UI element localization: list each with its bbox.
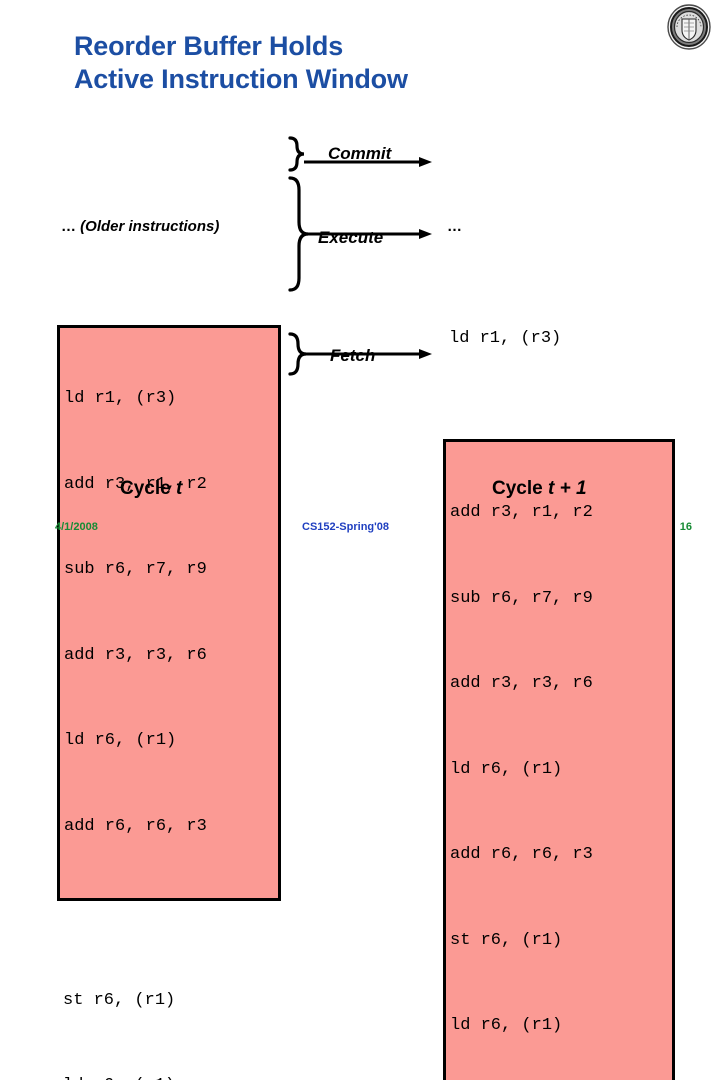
instruction-line: ld r6, (r1)	[450, 1016, 563, 1035]
commit-brace	[288, 136, 305, 172]
older-note-text: (Older instructions)	[80, 217, 220, 235]
caption-cycle-t-plus-1-variable: t + 1	[547, 478, 587, 499]
instruction-line: ld r1, (r3)	[449, 329, 562, 348]
reorder-buffer-window-cycle-t: ld r1, (r3) add r3, r1, r2 sub r6, r7, r…	[57, 325, 281, 901]
execute-brace	[288, 176, 309, 292]
older-instructions-note: … (Older instructions)	[57, 214, 281, 240]
older-instructions-note: …	[443, 214, 675, 240]
instruction-line: ld r6, (r1)	[64, 731, 177, 750]
page-title-line-1: Reorder Buffer Holds	[74, 31, 344, 61]
older-note-ellipsis: …	[447, 217, 462, 235]
instruction-line: sub r6, r7, r9	[64, 560, 207, 579]
caption-cycle-t-variable: t	[175, 478, 183, 499]
university-seal-icon	[666, 3, 712, 51]
instruction-column-cycle-t-plus-1: … ld r1, (r3) add r3, r1, r2 sub r6, r7,…	[443, 128, 675, 1080]
instruction-line: add r3, r1, r2	[64, 474, 207, 494]
page-title: Reorder Buffer Holds Active Instruction …	[74, 30, 634, 96]
instruction-line: sub r6, r7, r9	[450, 588, 593, 608]
caption-cycle-t-plus-1: Cycle t + 1	[492, 478, 587, 500]
instruction-line: st r6, (r1)	[450, 930, 563, 950]
caption-cycle-t-prefix: Cycle	[120, 478, 176, 499]
stage-label-execute: Execute	[318, 228, 384, 247]
instruction-line: ld r6, (r1)	[450, 759, 563, 779]
instruction-line: add r3, r3, r6	[450, 674, 593, 693]
instruction-line: add r6, r6, r3	[64, 816, 207, 836]
footer-course-label: CS152-Spring'08	[302, 521, 389, 533]
stage-label-fetch: Fetch	[330, 346, 376, 365]
caption-cycle-t-plus-1-prefix: Cycle	[492, 478, 548, 499]
instruction-line: ld r1, (r3)	[64, 389, 177, 408]
caption-cycle-t: Cycle t	[120, 478, 182, 500]
instruction-column-cycle-t: … (Older instructions) ld r1, (r3) add r…	[57, 128, 281, 1080]
page-title-line-2: Active Instruction Window	[74, 64, 408, 94]
instruction-line: st r6, (r1)	[63, 990, 176, 1010]
instruction-line: ld r6, (r1)	[57, 1072, 281, 1080]
older-note-ellipsis: …	[61, 217, 76, 235]
reorder-buffer-window-cycle-t-plus-1: add r3, r1, r2 sub r6, r7, r9 add r3, r3…	[443, 439, 675, 1080]
instruction-line: add r6, r6, r3	[450, 845, 593, 864]
instruction-line: add r3, r3, r6	[64, 645, 207, 665]
pipeline-stage-diagram: Commit Execute Fetch	[286, 134, 436, 406]
instruction-line: add r3, r1, r2	[450, 503, 593, 522]
stage-label-commit: Commit	[328, 144, 392, 163]
footer-page-number: 16	[679, 521, 692, 533]
footer-date: 4/1/2008	[55, 521, 98, 533]
fetch-brace	[288, 332, 307, 376]
